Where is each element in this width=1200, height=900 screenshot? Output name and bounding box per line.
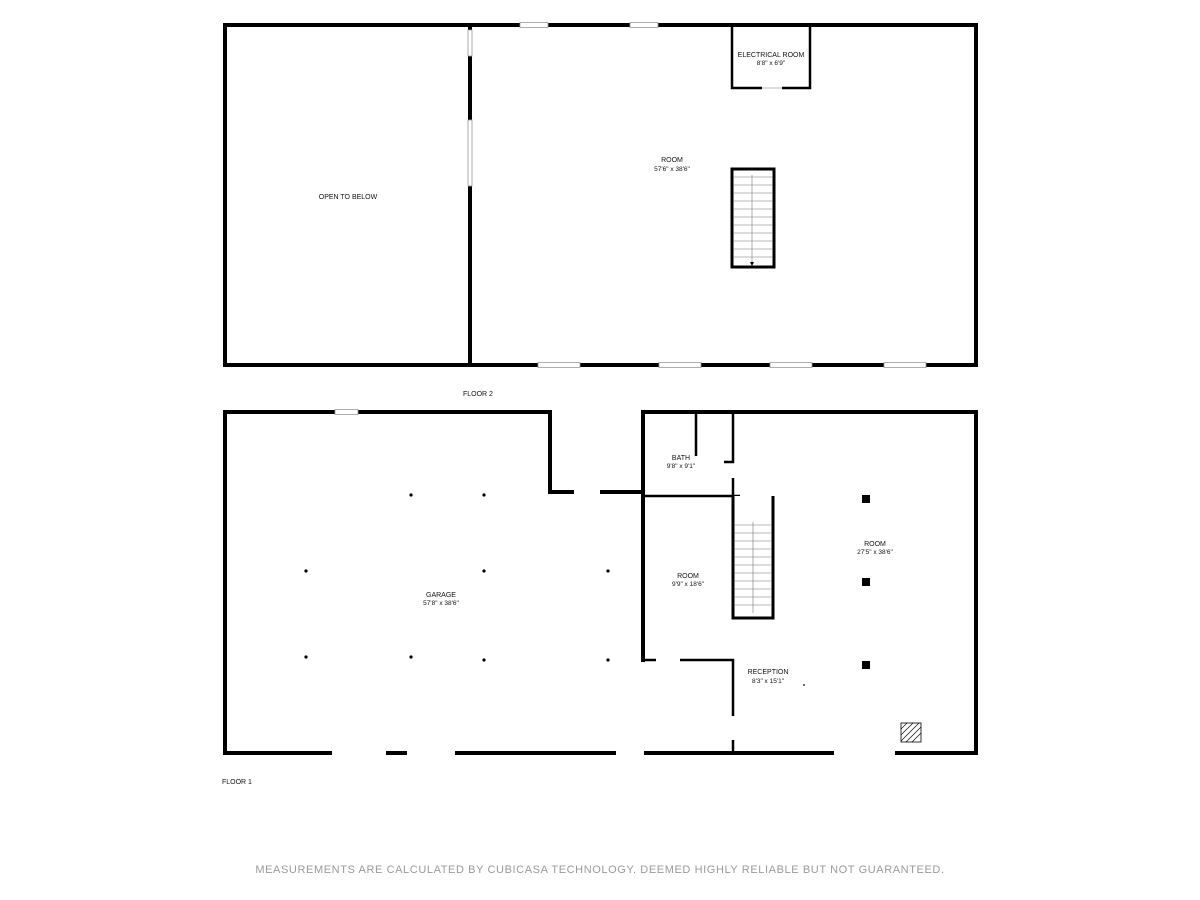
chimney-icon xyxy=(900,722,922,743)
room-dims-bath: 9'8" x 9'1" xyxy=(667,463,696,470)
window xyxy=(883,362,927,368)
reception-marker xyxy=(803,684,805,686)
room-label-room-large: ROOM xyxy=(864,541,886,548)
floor-2-plan: OPEN TO BELOW ROOM 57'6" x 38'6" ELECTRI… xyxy=(223,22,978,398)
room-dims-room-large: 27'5" x 38'6" xyxy=(857,549,893,556)
room-dims-room-small: 9'9" x 18'6" xyxy=(672,581,705,588)
floor-1-plan: GARAGE 57'8" x 38'6" BATH 9'8" x 9'1" RO… xyxy=(222,409,978,786)
room-dims-room-floor2: 57'6" x 38'6" xyxy=(654,166,690,173)
room-label-room-small: ROOM xyxy=(677,573,699,580)
room-label-room-floor2: ROOM xyxy=(661,157,683,164)
garage-columns xyxy=(304,493,610,662)
room-label-electrical-room: ELECTRICAL ROOM xyxy=(738,52,805,59)
floor-2-label: FLOOR 2 xyxy=(463,391,493,398)
window xyxy=(519,22,549,28)
window xyxy=(334,409,359,415)
bath-wall xyxy=(724,414,735,464)
room-posts xyxy=(862,495,870,669)
floor-2-outer-wall xyxy=(223,23,978,367)
room-bottom-wall xyxy=(645,658,735,716)
window xyxy=(769,362,813,368)
window xyxy=(629,22,659,28)
electrical-room-walls xyxy=(730,27,812,90)
disclaimer-text: MEASUREMENTS ARE CALCULATED BY CUBICASA … xyxy=(255,864,944,876)
room-label-reception: RECEPTION xyxy=(748,669,789,676)
floor-2-stairs xyxy=(730,167,776,269)
right-building-walls xyxy=(641,410,978,755)
divider-opening xyxy=(467,119,473,187)
window xyxy=(658,362,702,368)
room-label-bath: BATH xyxy=(672,455,690,462)
stair-arrow-icon xyxy=(750,262,754,266)
window xyxy=(537,362,581,368)
garage-walls xyxy=(223,410,574,755)
room-dims-electrical-room: 8'8" x 6'9" xyxy=(757,60,786,67)
room-dims-garage: 57'8" x 38'6" xyxy=(423,600,459,607)
room-label-garage: GARAGE xyxy=(426,592,456,599)
divider-window xyxy=(467,29,473,57)
room-dims-reception: 8'3" x 15'1" xyxy=(752,678,785,685)
floor-2-stair-treads xyxy=(733,176,773,258)
room-label-open-to-below: OPEN TO BELOW xyxy=(319,194,378,201)
floor-1-label: FLOOR 1 xyxy=(222,779,252,786)
